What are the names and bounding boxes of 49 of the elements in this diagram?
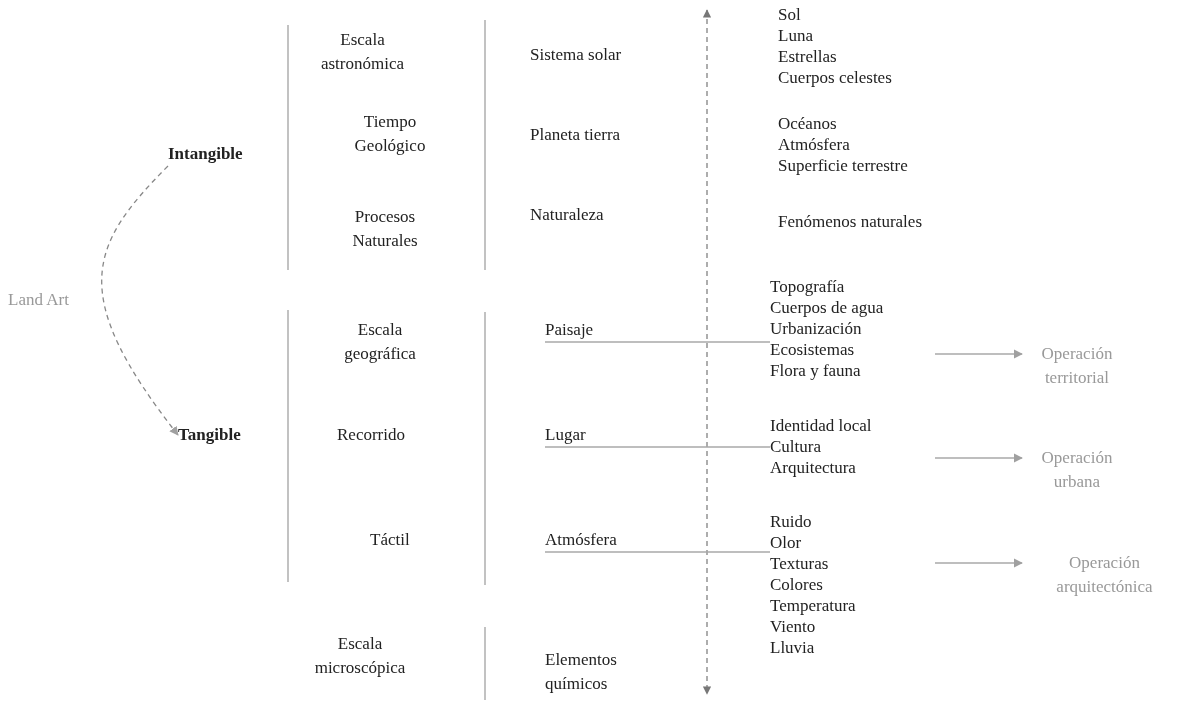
category-label: Intangible [168,142,270,166]
scale-label: Tiempo Geológico [353,111,427,157]
item-label: Colores [770,574,824,595]
scale-label: Escala microscópica [313,633,407,679]
concept-label: Planeta tierra [530,124,622,146]
concept-label: Naturaleza [530,204,605,226]
arrow [934,349,1023,359]
concept-label: Paisaje [545,318,607,342]
item-label: Cuerpos de agua [770,297,885,318]
item-label: Viento [770,616,817,637]
operation-label: Operación territorial [1022,342,1132,390]
item-label: Ruido [770,511,813,532]
item-label: Arquitectura [770,457,857,478]
connector-line [544,551,771,553]
scale-label: Escala geográfica [343,319,417,365]
item-label: Cultura [770,436,822,457]
item-label: Identidad local [770,415,873,436]
item-label: Atmósfera [778,134,851,156]
scale-label: Procesos Naturales [351,206,419,252]
item-label: Estrellas [778,46,838,68]
item-label: Océanos [778,113,838,135]
item-label: Fenómenos naturales [778,211,923,233]
item-label: Cuerpos celestes [778,67,893,89]
connector-line [544,446,771,448]
item-label: Urbanización [770,318,863,339]
scale-label: Táctil [370,529,411,551]
item-label: Luna [778,25,814,47]
concept-label: Lugar [545,423,595,447]
item-label: Texturas [770,553,830,574]
item-label: Ecosistemas [770,339,856,360]
concept-label: Sistema solar [530,44,623,66]
concept-label: Elementos químicos [545,649,618,695]
item-label: Topografía [770,276,846,297]
item-label: Lluvia [770,637,816,658]
item-label: Temperatura [770,595,857,616]
operation-label: Operación arquitectónica [1022,551,1187,599]
connector-line [544,341,771,343]
item-label: Flora y fauna [770,360,862,381]
arrow [934,558,1023,568]
item-label: Olor [770,532,803,553]
arrow [101,165,179,436]
operation-label: Operación urbana [1022,446,1132,494]
scale-label: Escala astronómica [319,29,406,75]
scale-label: Recorrido [337,424,406,446]
item-label: Superficie terrestre [778,155,909,177]
concept-label: Atmósfera [545,528,625,552]
category-label: Tangible [178,423,264,447]
arrow [934,453,1023,463]
item-label: Sol [778,4,802,26]
